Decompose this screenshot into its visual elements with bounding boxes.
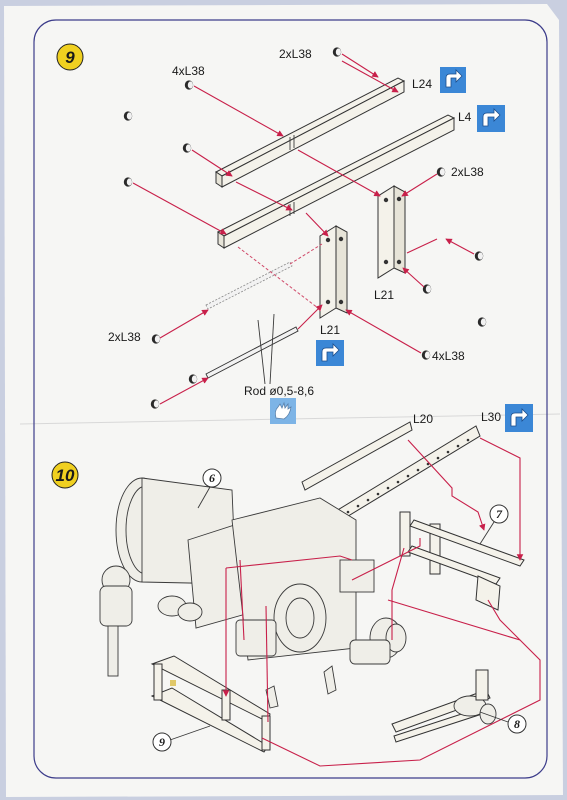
axle-bracket-assembly — [399, 511, 525, 611]
label-bracket-l21-left: L21 — [320, 323, 340, 337]
label-pins-right: 2xL38 — [451, 165, 484, 179]
bracket-l21-left — [319, 225, 348, 319]
pin — [150, 399, 160, 409]
label-pins-left-top: 4xL38 — [172, 64, 205, 78]
hand-glue-icon — [270, 398, 296, 424]
label-pins-top: 2xL38 — [279, 47, 312, 61]
step-10-leaders — [222, 437, 541, 767]
svg-text:6: 6 — [209, 471, 215, 485]
svg-text:8: 8 — [514, 717, 520, 731]
callout-frame: 9 — [152, 725, 211, 752]
bar-l4 — [217, 114, 456, 249]
pin — [477, 317, 487, 327]
page-frame — [33, 19, 548, 779]
pin — [182, 143, 192, 153]
label-bar-l4: L4 — [458, 110, 472, 124]
label-perforated-strip-l30: L30 — [481, 410, 501, 424]
strip-l20 — [301, 421, 413, 491]
flip-arrow-icon — [477, 105, 505, 132]
step-9-badge — [56, 43, 84, 71]
pin — [474, 251, 484, 261]
rod-lower — [205, 326, 299, 379]
flip-arrow-icon — [316, 340, 344, 366]
pin — [332, 47, 342, 57]
step-10-number: 10 — [56, 466, 75, 485]
label-bracket-l21-right: L21 — [374, 288, 394, 302]
pin — [123, 177, 133, 187]
pin — [151, 334, 161, 344]
frame-assembly — [150, 655, 271, 753]
pin — [188, 374, 198, 384]
callout-axle-bracket: 7 — [479, 504, 509, 545]
label-strip-l20: L20 — [413, 412, 433, 426]
pin — [184, 80, 194, 90]
label-pins-left-bottom: 2xL38 — [108, 330, 141, 344]
step-10: 10 L20 L30 — [51, 404, 541, 767]
rod-upper — [205, 261, 293, 310]
label-pins-bottom-right: 4xL38 — [432, 349, 465, 363]
bracket-l21-right — [377, 185, 406, 279]
pin — [436, 167, 446, 177]
flip-arrow-icon — [440, 67, 466, 93]
step-9-number: 9 — [65, 48, 75, 67]
label-rod: Rod ø0,5-8,6 — [244, 384, 314, 398]
svg-text:9: 9 — [159, 735, 165, 749]
step-9: 9 — [56, 43, 505, 424]
pin — [421, 350, 431, 360]
pin — [123, 111, 133, 121]
label-bar-l24: L24 — [412, 77, 432, 91]
bar-l24 — [215, 77, 406, 188]
engine-assembly — [99, 477, 407, 709]
callout-engine: 6 — [197, 468, 222, 509]
callout-tow-bar: 8 — [479, 711, 527, 734]
step-10-badge — [51, 461, 79, 489]
svg-text:7: 7 — [496, 507, 503, 521]
step-9-leaders — [132, 53, 475, 405]
flip-arrow-icon — [505, 404, 533, 432]
tow-bar-assembly — [391, 669, 497, 743]
pin — [422, 284, 432, 294]
